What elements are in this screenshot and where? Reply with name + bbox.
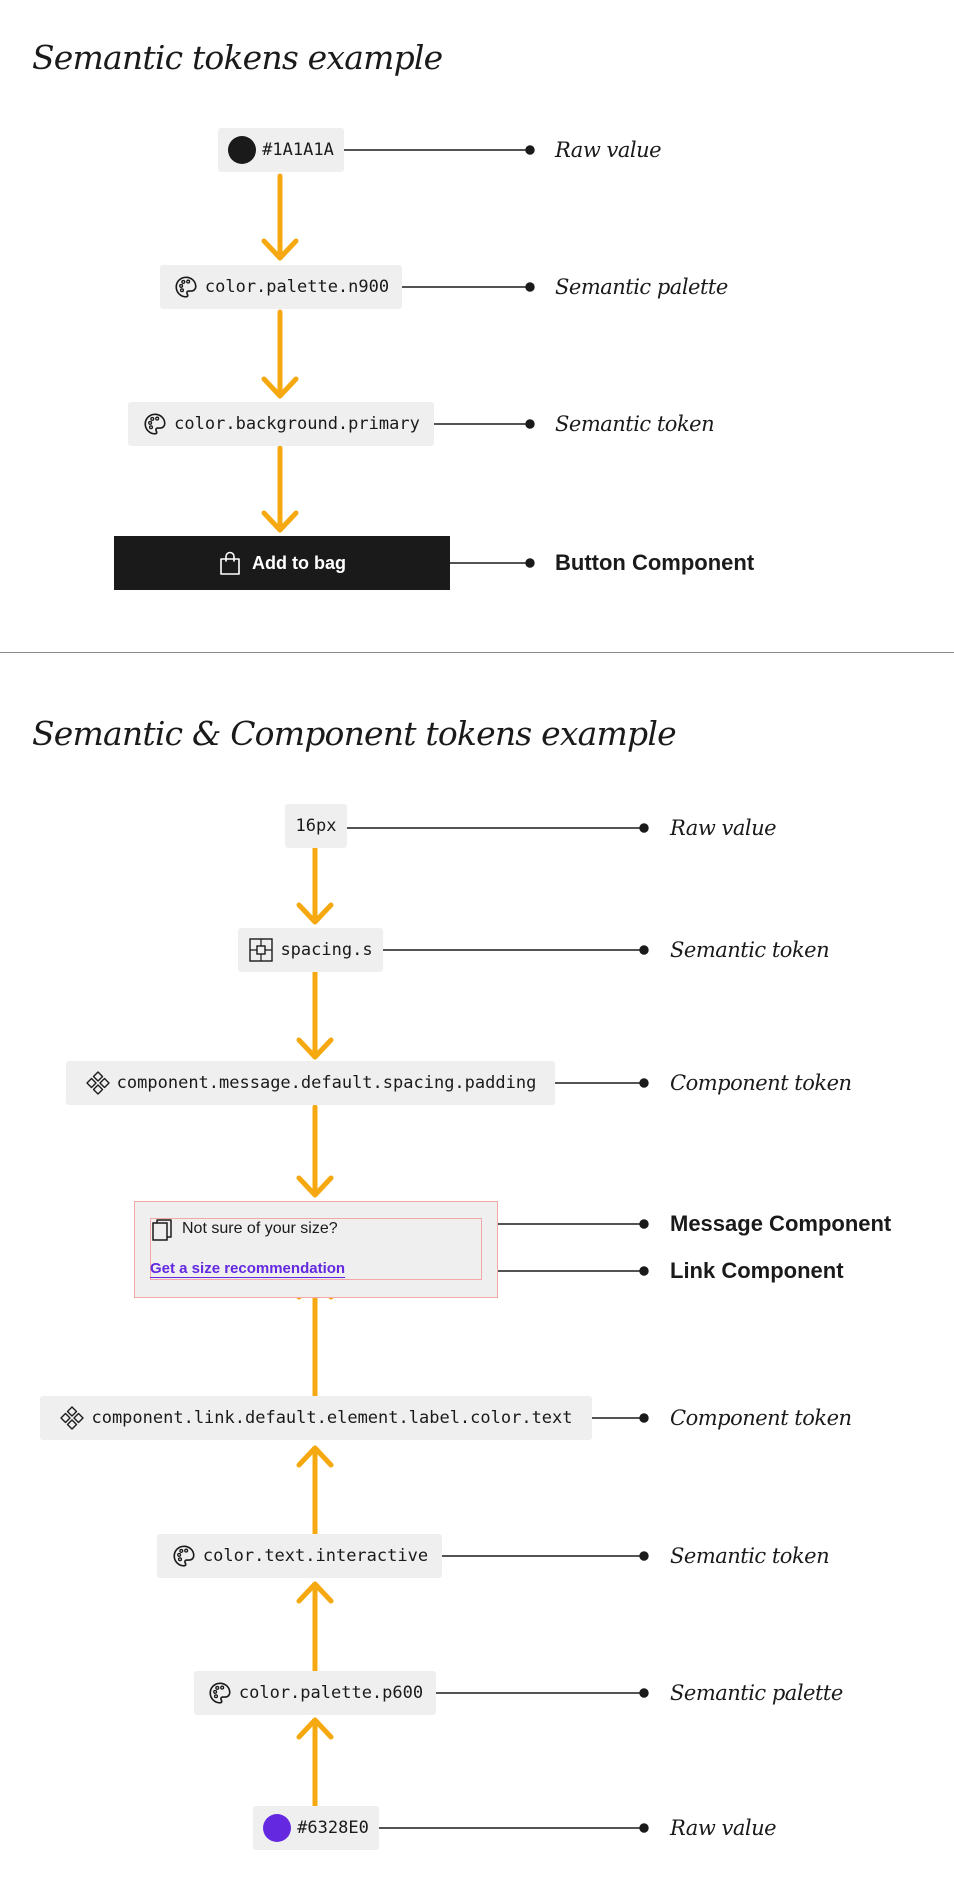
palette-icon	[209, 1682, 231, 1704]
token-text: #6328E0	[297, 1818, 369, 1838]
add-to-bag-label: Add to bag	[252, 552, 346, 573]
component-icon	[85, 1071, 110, 1095]
leader-lines	[334, 145, 649, 1833]
palette-icon	[173, 1545, 195, 1567]
leader-dot-s1-token	[525, 419, 535, 429]
section-title-semantic: Semantic tokens example	[32, 38, 443, 77]
label-component-token: Component token	[670, 1406, 852, 1430]
arrow-up-4	[296, 1717, 334, 1810]
leader-dot-s2-palette	[639, 1688, 649, 1698]
leader-dot-s2-raw	[639, 823, 649, 833]
palette-icon	[175, 276, 197, 298]
token-text: color.text.interactive	[202, 1546, 429, 1566]
label-button-component: Button Component	[555, 550, 755, 575]
leader-dot-s2-link	[639, 1266, 649, 1276]
token-text: 16px	[295, 816, 337, 836]
token-text: spacing.s	[280, 940, 373, 960]
spacing-icon	[249, 938, 274, 962]
leader-dot-s1-raw	[525, 145, 535, 155]
token-component-link-color: component.link.default.element.label.col…	[40, 1396, 592, 1440]
label-raw-value: Raw value	[555, 138, 662, 162]
clipboard-icon	[152, 1219, 172, 1241]
arrow-down-3	[261, 445, 299, 533]
token-raw-16px: 16px	[285, 804, 347, 848]
arrow-down-2	[261, 309, 299, 399]
token-background-primary: color.background.primary	[128, 402, 434, 446]
leader-dot-s1-button	[525, 558, 535, 568]
arrow-down-4	[296, 845, 334, 925]
arrow-up-3	[296, 1581, 334, 1675]
flow-arrows	[261, 173, 334, 1810]
token-text: component.message.default.spacing.paddin…	[116, 1073, 537, 1093]
token-palette-p600: color.palette.p600	[194, 1671, 436, 1715]
leader-dot-s1-palette	[525, 282, 535, 292]
label-raw-value: Raw value	[670, 1816, 777, 1840]
leader-dot-s2-component-link	[639, 1413, 649, 1423]
section-divider	[0, 652, 954, 653]
token-text: color.palette.n900	[204, 277, 390, 297]
leader-dot-s2-component-padding	[639, 1078, 649, 1088]
label-raw-value: Raw value	[670, 816, 777, 840]
token-raw-dark: #1A1A1A	[218, 128, 344, 172]
palette-icon	[144, 413, 166, 435]
arrow-down-6	[296, 1104, 334, 1198]
arrow-down-5	[296, 969, 334, 1060]
token-palette-n900: color.palette.n900	[160, 265, 402, 309]
bag-icon	[220, 551, 240, 575]
message-inner-highlight	[150, 1218, 482, 1280]
leader-dot-s2-text-interactive	[639, 1551, 649, 1561]
token-text-interactive: color.text.interactive	[157, 1534, 442, 1578]
token-text: color.background.primary	[174, 414, 420, 434]
token-component-message-padding: component.message.default.spacing.paddin…	[66, 1061, 555, 1105]
message-text: Not sure of your size?	[182, 1220, 338, 1237]
token-text: component.link.default.element.label.col…	[91, 1408, 573, 1428]
leader-dot-s2-message	[639, 1219, 649, 1229]
label-semantic-token: Semantic token	[670, 938, 830, 962]
label-semantic-token: Semantic token	[555, 412, 715, 436]
label-semantic-palette: Semantic palette	[670, 1681, 843, 1705]
label-component-token: Component token	[670, 1071, 852, 1095]
leader-dot-s2-raw-purple	[639, 1823, 649, 1833]
label-message-component: Message Component	[670, 1211, 892, 1236]
token-text: #1A1A1A	[262, 140, 334, 160]
label-link-component: Link Component	[670, 1258, 844, 1283]
arrow-down-1	[261, 173, 299, 261]
token-text: color.palette.p600	[238, 1683, 424, 1703]
swatch-icon	[228, 136, 257, 164]
add-to-bag-button[interactable]: Add to bag	[114, 536, 450, 590]
token-spacing-s: spacing.s	[238, 928, 383, 972]
arrow-up-2	[296, 1445, 334, 1538]
size-recommendation-link[interactable]: Get a size recommendation	[150, 1260, 346, 1277]
label-semantic-palette: Semantic palette	[555, 275, 728, 299]
swatch-icon	[263, 1814, 292, 1842]
token-raw-purple: #6328E0	[253, 1806, 379, 1850]
component-icon	[60, 1406, 85, 1430]
message-component	[134, 1201, 498, 1298]
section-title-semantic-component: Semantic & Component tokens example	[32, 714, 677, 753]
label-semantic-token: Semantic token	[670, 1544, 830, 1568]
leader-dot-s2-spacing	[639, 945, 649, 955]
